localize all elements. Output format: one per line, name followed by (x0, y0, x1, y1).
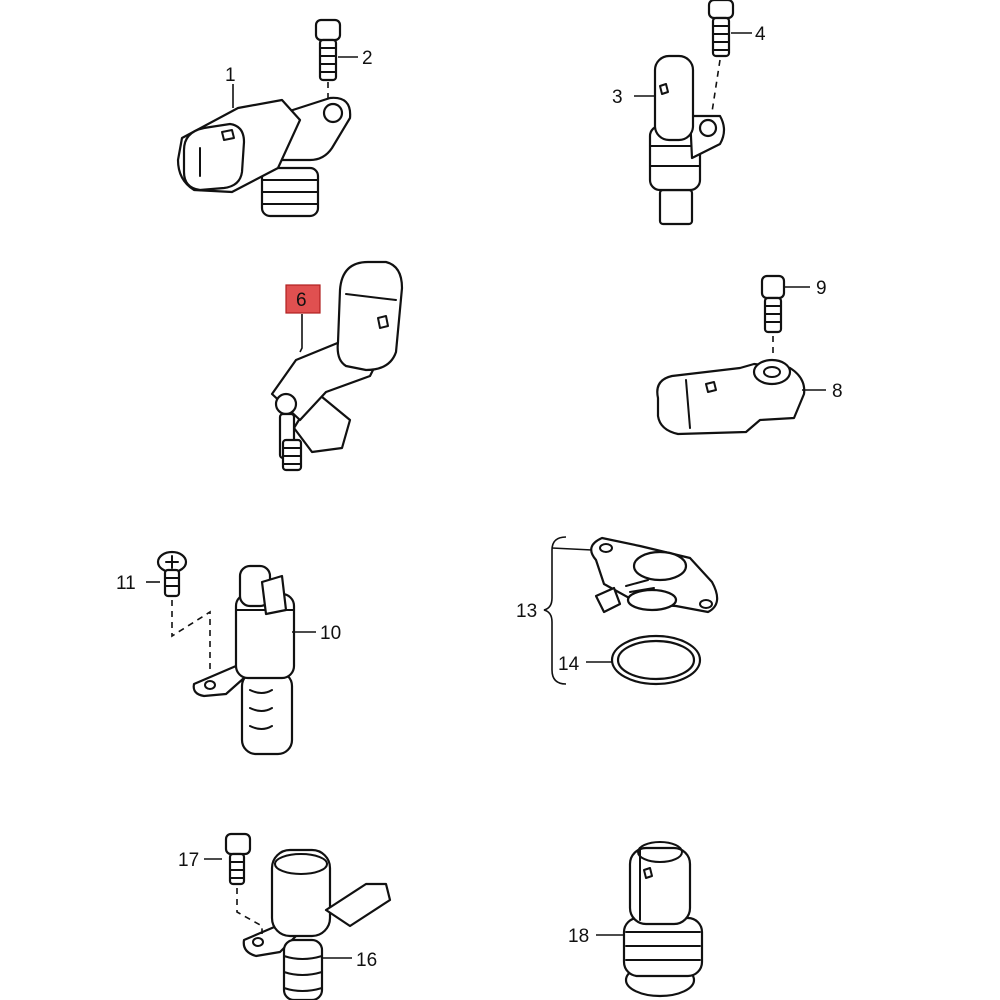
callout-18[interactable]: 18 (568, 926, 589, 947)
part-13-sensor (590, 536, 719, 614)
callout-6-highlight (285, 284, 321, 314)
part-16-valve (242, 848, 392, 1000)
part-2-bolt (314, 18, 342, 82)
callout-11[interactable]: 11 (116, 573, 136, 594)
callout-6[interactable]: 6 (296, 290, 307, 311)
callout-3[interactable]: 3 (612, 87, 623, 108)
callout-10[interactable]: 10 (320, 623, 341, 644)
part-8-sensor (656, 358, 806, 436)
part-17-bolt (224, 832, 252, 886)
part-10-valve (192, 564, 296, 756)
callout-8[interactable]: 8 (832, 381, 843, 402)
callout-2[interactable]: 2 (362, 48, 373, 69)
callout-1[interactable]: 1 (225, 65, 236, 86)
callout-4[interactable]: 4 (755, 24, 766, 45)
part-9-bolt (760, 274, 786, 334)
callout-9[interactable]: 9 (816, 278, 827, 299)
part-14-seal-ring (610, 634, 702, 686)
callout-16[interactable]: 16 (356, 950, 377, 971)
part-4-bolt (707, 0, 735, 58)
part-1-camshaft-sensor (176, 96, 352, 218)
part-6-sensor (270, 260, 404, 472)
callout-13[interactable]: 13 (516, 601, 537, 622)
part-11-bolt (156, 550, 188, 598)
callout-14[interactable]: 14 (558, 654, 580, 675)
callout-17[interactable]: 17 (178, 850, 199, 871)
part-18-pressure-switch (622, 841, 704, 998)
part-3-crank-sensor (648, 54, 726, 226)
